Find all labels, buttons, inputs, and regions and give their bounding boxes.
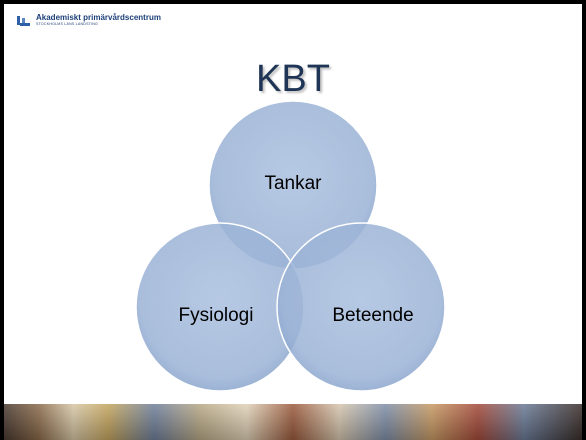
logo-subtitle: STOCKHOLMS LÄNS LANDSTING bbox=[36, 22, 99, 26]
logo-name: Akademiskt primärvårdscentrum bbox=[36, 13, 161, 22]
venn-diagram: Tankar Fysiologi Beteende bbox=[135, 100, 446, 392]
slide-title: KBT bbox=[256, 58, 330, 100]
logo: Akademiskt primärvårdscentrum STOCKHOLMS… bbox=[16, 14, 161, 29]
venn-label-fysiologi: Fysiologi bbox=[179, 305, 254, 326]
venn-label-beteende: Beteende bbox=[332, 305, 413, 326]
venn-label-tankar: Tankar bbox=[264, 173, 322, 194]
venn-circle-beteende bbox=[276, 222, 446, 392]
footer-image-strip bbox=[4, 404, 582, 440]
logo-icon bbox=[17, 16, 30, 26]
slide: Akademiskt primärvårdscentrum STOCKHOLMS… bbox=[4, 4, 582, 404]
